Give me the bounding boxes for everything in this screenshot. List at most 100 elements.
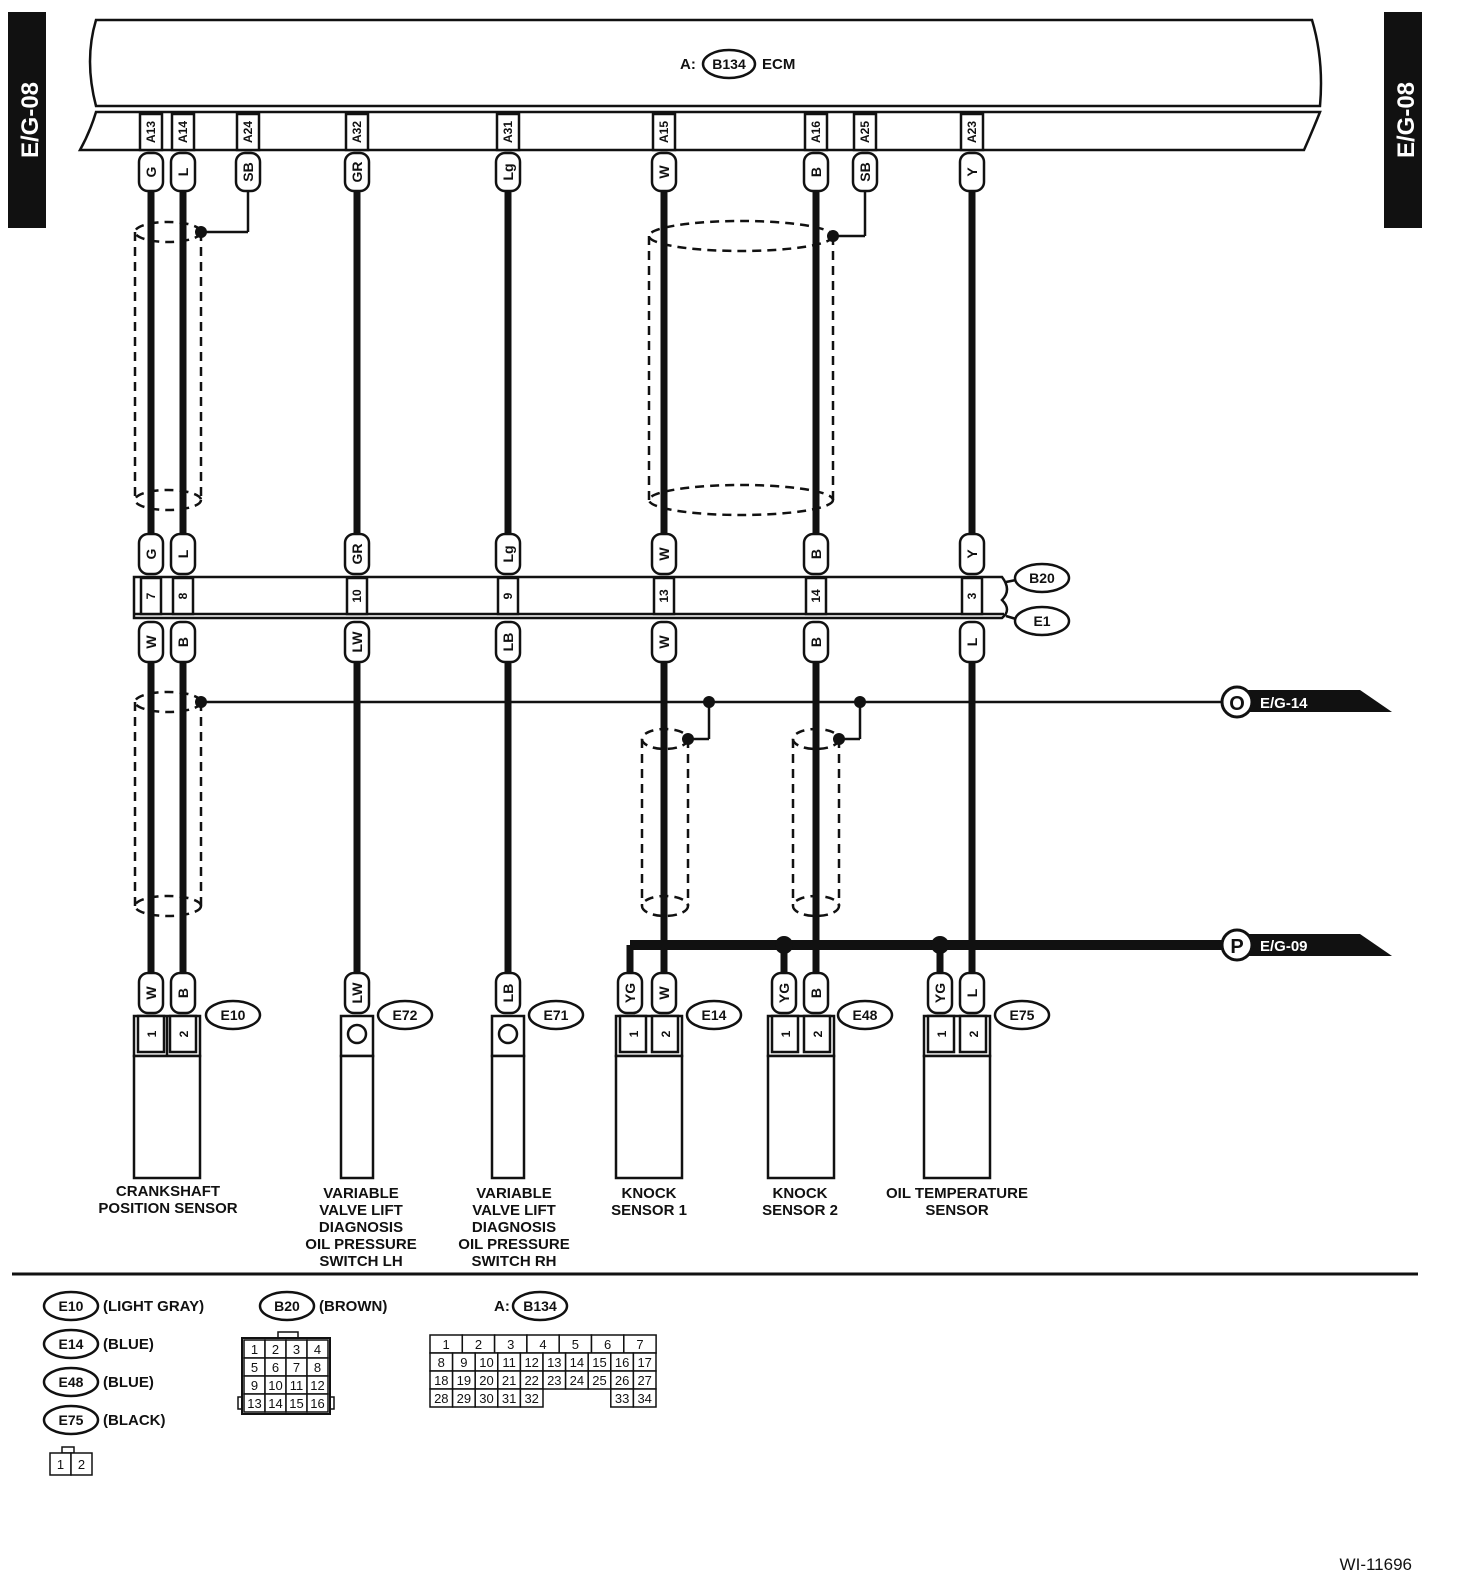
b20-pin-w2-text: 8 [176,592,190,599]
ecm-pin-A25: A25 [852,112,878,152]
b20-pin-w1-text: 7 [144,592,158,599]
ecm-pin-text: A23 [965,121,979,143]
wire-e1-color-w1-text: W [143,635,159,649]
b20-cell-6: 6 [264,1357,287,1377]
b20-cell-2: 2 [264,1339,287,1359]
b20-cell-16-text: 16 [310,1396,324,1411]
b20-cell-9: 9 [243,1375,266,1395]
legend-e10-color: (LIGHT GRAY) [103,1298,204,1315]
e10-pin-2: 2 [177,1030,191,1037]
ecm-connector-id: B134 [712,56,746,72]
connector-e14: E14 [702,1007,727,1023]
b134-cell-29-text: 29 [457,1391,471,1406]
wire-e1-color-w5-text: LB [500,633,516,652]
b20-cell-2-text: 2 [272,1342,279,1357]
b134-cell-31-text: 31 [502,1391,516,1406]
e14-pin-1: 1 [627,1030,641,1037]
b134-cell-12: 12 [519,1352,544,1372]
b20-cell-1-text: 1 [251,1342,258,1357]
small-cell-1: 1 [49,1452,72,1476]
b134-cell-19: 19 [451,1370,476,1390]
b134-cell-23-text: 23 [547,1373,561,1388]
b134-cell-21: 21 [497,1370,522,1390]
wire-e1-color-w4-text: LW [349,631,365,653]
ecm-block: A: B134 ECM [77,18,1323,152]
b20-cell-7: 7 [285,1357,308,1377]
wire-sensor-color-w1-text: W [143,986,159,1000]
b134-cell-22: 22 [519,1370,544,1390]
wire-sensor-color-w5-text: LB [500,984,516,1003]
b20-pin-w7: 14 [804,576,828,616]
wire-top-w5: Lg [494,151,522,193]
legend-b134-prefix: A: [494,1298,510,1315]
ecm-connector-oval [701,48,757,80]
wire-e1-color-w5: LB [494,620,522,664]
b20-pin-w9: 3 [960,576,984,616]
b134-cell-8: 8 [429,1352,454,1372]
junction-e1-oval [1013,605,1071,637]
legend-b134-id: B134 [523,1298,557,1314]
b134-cell-2-text: 2 [475,1337,482,1352]
ground-color-2: YG [926,971,954,1015]
b134-cell-12-text: 12 [524,1355,538,1370]
b134-cell-32: 32 [519,1388,544,1408]
b134-cell-17: 17 [632,1352,657,1372]
side-tab-left-text: E/G-08 [17,82,44,158]
connector-e72: E72 [393,1007,418,1023]
b134-cell-16-text: 16 [615,1355,629,1370]
b134-cell-23: 23 [542,1370,567,1390]
junction-connector: B20 E1 [132,562,1071,637]
e10-pin-1: 1 [145,1030,159,1037]
b20-cell-16: 16 [306,1393,329,1413]
b134-cell-6: 6 [590,1334,625,1354]
wire-sensor-color-w7: B [802,971,830,1015]
b134-cell-32-text: 32 [524,1391,538,1406]
legend-e75-id: E75 [59,1412,84,1428]
ecm-pin-text: A14 [176,121,190,143]
ground-color-1: YG [770,971,798,1015]
wire-sensor-color-w2: B [169,971,197,1015]
b134-cell-6-text: 6 [604,1337,611,1352]
b20-pin-w5: 9 [496,576,520,616]
wire-e1-color-w9: L [958,620,986,664]
b20-pin-w7-text: 14 [809,589,823,603]
b20-cell-15: 15 [285,1393,308,1413]
wire-top-w8: SB [851,151,879,193]
wire-b20-color-w1: G [137,532,165,576]
b20-pin-w9-text: 3 [965,592,979,599]
legend-e14-color: (BLUE) [103,1336,154,1353]
wire-e1-color-w6: W [650,620,678,664]
junction-e1-id: E1 [1033,613,1050,629]
ref-o: O E/G-14 [1220,685,1392,719]
b20-cell-5: 5 [243,1357,266,1377]
connector-e71: E71 [544,1007,569,1023]
wire-b20-color-w1-text: G [143,548,159,559]
junction-b20-oval [1013,562,1071,594]
wire-top-w8-text: SB [857,162,873,181]
wire-sensor-color-w9-text: L [964,988,980,997]
b20-cell-8-text: 8 [314,1360,321,1375]
wire-top-w9-text: Y [964,167,980,177]
b134-cell-30-text: 30 [479,1391,493,1406]
b134-cell-15-text: 15 [592,1355,606,1370]
wire-sensor-color-w6: W [650,971,678,1015]
wire-sensor-color-w9: L [958,971,986,1015]
b134-cell-18: 18 [429,1370,454,1390]
wire-sensor-color-w4: LW [343,971,371,1015]
b20-pin-w6: 13 [652,576,676,616]
ecm-pin-A14: A14 [170,112,196,152]
ground-color-2-text: YG [932,983,948,1003]
junction-b20-id: B20 [1029,570,1055,586]
b134-cell-25: 25 [587,1370,612,1390]
wires [147,190,1222,972]
wire-sensor-color-w6-text: W [656,986,672,1000]
b134-cell-22-text: 22 [524,1373,538,1388]
b134-cell-31: 31 [497,1388,522,1408]
legend-e75-color: (BLACK) [103,1412,165,1429]
wire-top-w1: G [137,151,165,193]
